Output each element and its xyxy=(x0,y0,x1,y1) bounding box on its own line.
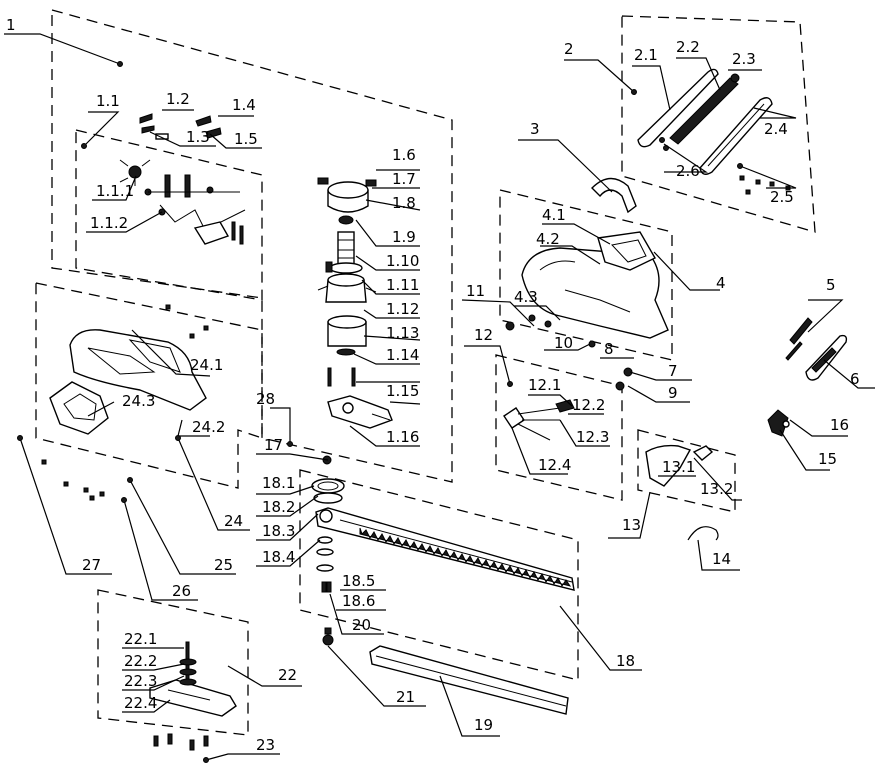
label-1-3: 1.3 xyxy=(186,128,210,146)
label-4-1: 4.1 xyxy=(542,206,566,224)
hand-guard-part xyxy=(645,444,714,487)
gear-cover-part xyxy=(149,641,237,717)
leader-lines xyxy=(4,33,875,763)
switch-assembly-part xyxy=(503,399,575,441)
label-10: 10 xyxy=(554,334,573,352)
label-2-5: 2.5 xyxy=(770,188,794,206)
label-1-1-1: 1.1.1 xyxy=(96,182,134,200)
label-22-3: 22.3 xyxy=(124,672,157,690)
label-2-1: 2.1 xyxy=(634,46,658,64)
label-18: 18 xyxy=(616,652,635,670)
label-23: 23 xyxy=(256,736,275,754)
label-1-4: 1.4 xyxy=(232,96,256,114)
label-4: 4 xyxy=(716,274,726,292)
label-24: 24 xyxy=(224,512,243,530)
label-21: 21 xyxy=(396,688,415,706)
label-1-15: 1.15 xyxy=(386,382,419,400)
label-1-11: 1.11 xyxy=(386,276,419,294)
label-18-5: 18.5 xyxy=(342,572,375,590)
label-17: 17 xyxy=(264,436,283,454)
label-16: 16 xyxy=(830,416,849,434)
label-1-5: 1.5 xyxy=(234,130,258,148)
label-24-1: 24.1 xyxy=(190,356,223,374)
label-1-16: 1.16 xyxy=(386,428,419,446)
bumper-part xyxy=(591,177,637,214)
label-13-2: 13.2 xyxy=(700,480,733,498)
label-18-1: 18.1 xyxy=(262,474,295,492)
label-12-3: 12.3 xyxy=(576,428,609,446)
label-7: 7 xyxy=(668,362,678,380)
bracket-part xyxy=(767,409,790,437)
label-12-2: 12.2 xyxy=(572,396,605,414)
label-2-3: 2.3 xyxy=(732,50,756,68)
label-24-3: 24.3 xyxy=(122,392,155,410)
label-5: 5 xyxy=(826,276,836,294)
wiring-harness-part xyxy=(119,159,246,245)
label-2-2: 2.2 xyxy=(676,38,700,56)
label-22-4: 22.4 xyxy=(124,694,157,712)
gear-washers-part xyxy=(311,455,345,593)
label-1: 1 xyxy=(6,16,16,34)
label-27: 27 xyxy=(82,556,101,574)
label-28: 28 xyxy=(256,390,275,408)
label-25: 25 xyxy=(214,556,233,574)
blade-guard-part xyxy=(369,645,569,715)
label-19: 19 xyxy=(474,716,493,734)
label-11: 11 xyxy=(466,282,485,300)
screws-left-part xyxy=(41,304,209,501)
label-12-1: 12.1 xyxy=(528,376,561,394)
housing-right-part xyxy=(521,231,669,348)
label-9: 9 xyxy=(668,384,678,402)
label-12: 12 xyxy=(474,326,493,344)
label-22-2: 22.2 xyxy=(124,652,157,670)
parts xyxy=(41,68,848,751)
label-1-12: 1.12 xyxy=(386,300,419,318)
label-2-4: 2.4 xyxy=(764,120,788,138)
label-1-1-2: 1.1.2 xyxy=(90,214,128,232)
label-2: 2 xyxy=(564,40,574,58)
label-14: 14 xyxy=(712,550,731,568)
label-18-2: 18.2 xyxy=(262,498,295,516)
label-1-1: 1.1 xyxy=(96,92,120,110)
label-6: 6 xyxy=(850,370,860,388)
label-4-2: 4.2 xyxy=(536,230,560,248)
wire-clip-part xyxy=(687,526,719,541)
terminals-part xyxy=(139,113,222,140)
label-3: 3 xyxy=(530,120,540,138)
label-18-4: 18.4 xyxy=(262,548,295,566)
label-1-8: 1.8 xyxy=(392,194,416,212)
label-1-2: 1.2 xyxy=(166,90,190,108)
label-1-6: 1.6 xyxy=(392,146,416,164)
label-15: 15 xyxy=(818,450,837,468)
label-22: 22 xyxy=(278,666,297,684)
housing-left-part xyxy=(49,329,207,435)
label-1-10: 1.10 xyxy=(386,252,419,270)
label-1-9: 1.9 xyxy=(392,228,416,246)
label-24-2: 24.2 xyxy=(192,418,225,436)
fasteners-mid-part xyxy=(505,321,633,391)
label-1-7: 1.7 xyxy=(392,170,416,188)
label-1-13: 1.13 xyxy=(386,324,419,342)
label-2-6: 2.6 xyxy=(676,162,700,180)
label-13-1: 13.1 xyxy=(662,458,695,476)
label-22-1: 22.1 xyxy=(124,630,157,648)
label-4-3: 4.3 xyxy=(514,288,538,306)
label-20: 20 xyxy=(352,616,371,634)
label-12-4: 12.4 xyxy=(538,456,571,474)
blade-part xyxy=(315,507,575,591)
nut-part xyxy=(322,627,334,646)
handle-covers-part xyxy=(637,68,791,195)
group-outlines xyxy=(35,9,816,736)
label-26: 26 xyxy=(172,582,191,600)
label-1-14: 1.14 xyxy=(386,346,419,364)
part-labels: 1 1.1 1.2 1.3 1.4 1.5 1.1.1 1.1.2 1.6 1.… xyxy=(6,16,860,754)
screws-bottom-part xyxy=(153,733,209,751)
label-13: 13 xyxy=(622,516,641,534)
label-8: 8 xyxy=(604,340,614,358)
label-18-6: 18.6 xyxy=(342,592,375,610)
label-18-3: 18.3 xyxy=(262,522,295,540)
motor-stack-part xyxy=(317,177,393,429)
